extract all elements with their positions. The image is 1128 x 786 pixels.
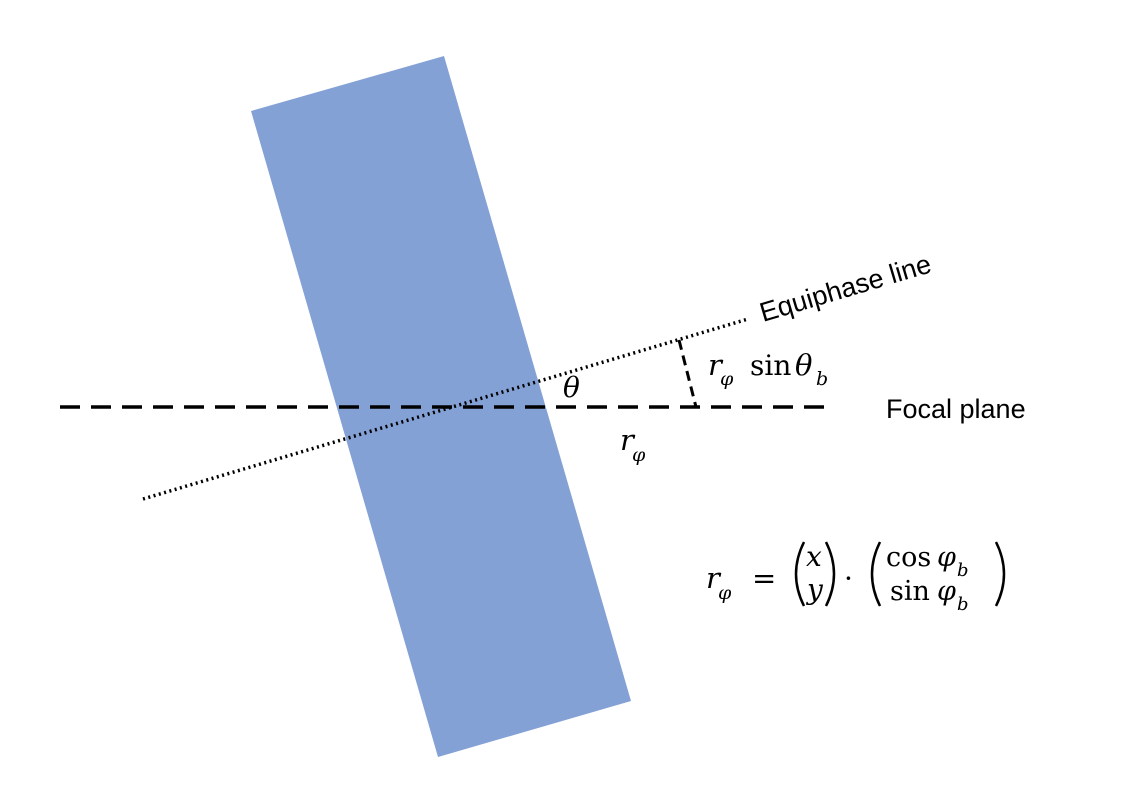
left-paren-2 bbox=[870, 541, 882, 607]
b-subscript: b bbox=[957, 594, 969, 615]
phi-subscript: φ bbox=[718, 582, 732, 604]
right-paren bbox=[824, 541, 836, 607]
projection-formula: r φ sin θ b bbox=[708, 348, 828, 390]
focal-plane-label: Focal plane bbox=[886, 394, 1026, 424]
cos-text: cos bbox=[886, 542, 931, 573]
theta-label: θ bbox=[563, 371, 580, 404]
r-phi-label: r φ bbox=[620, 423, 646, 466]
phi-subscript: φ bbox=[720, 368, 734, 390]
x-entry: x bbox=[806, 540, 822, 573]
phi-symbol: φ bbox=[937, 542, 956, 573]
r-symbol: r bbox=[620, 423, 636, 457]
y-entry: y bbox=[805, 573, 824, 606]
equals-sign: = bbox=[752, 561, 776, 595]
projection-line bbox=[677, 339, 698, 408]
phi-subscript: φ bbox=[632, 444, 646, 466]
r-symbol: r bbox=[706, 561, 722, 595]
phi-symbol: φ bbox=[937, 576, 956, 607]
sin-text: sin bbox=[890, 576, 930, 607]
equiphase-line bbox=[142, 317, 749, 501]
r-symbol: r bbox=[708, 348, 724, 382]
sin-text: sin bbox=[750, 349, 791, 382]
right-paren-2 bbox=[994, 541, 1006, 607]
equiphase-line-label: Equiphase line bbox=[756, 249, 934, 328]
r-phi-equation: r φ = x y · cos φ b sin φ b bbox=[706, 540, 1006, 615]
dot-operator: · bbox=[844, 562, 853, 595]
b-subscript: b bbox=[816, 368, 828, 390]
left-paren bbox=[794, 541, 806, 607]
theta-symbol: θ bbox=[795, 348, 812, 382]
b-subscript: b bbox=[957, 560, 969, 581]
